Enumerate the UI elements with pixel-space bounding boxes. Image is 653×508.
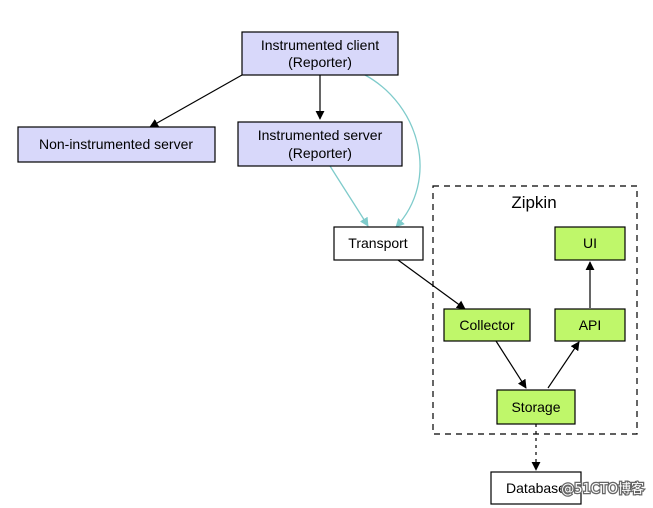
transport-label: Transport bbox=[348, 235, 408, 251]
ui-label: UI bbox=[583, 235, 597, 251]
watermark: @51CTO博客 bbox=[560, 480, 645, 499]
storage-label: Storage bbox=[511, 399, 560, 415]
zipkin-cluster-label: Zipkin bbox=[511, 193, 556, 212]
edge-client-to-transport-async bbox=[364, 74, 421, 228]
edge-collector-to-storage bbox=[495, 340, 527, 389]
edge-client-to-non-instrumented bbox=[149, 74, 243, 128]
non-instrumented-server-label: Non-instrumented server bbox=[39, 136, 193, 152]
node-instrumented-server: Instrumented server (Reporter) bbox=[237, 121, 403, 167]
zipkin-cluster bbox=[432, 185, 638, 435]
edge-transport-to-collector bbox=[397, 259, 466, 310]
node-ui: UI bbox=[554, 226, 626, 261]
node-collector: Collector bbox=[443, 308, 531, 342]
collector-label: Collector bbox=[459, 317, 515, 333]
node-storage: Storage bbox=[496, 389, 576, 425]
instrumented-server-line1: Instrumented server bbox=[258, 127, 383, 143]
watermark-text: @51CTO博客 bbox=[561, 481, 644, 497]
edge-storage-to-api bbox=[547, 341, 580, 389]
instrumented-client-line2: (Reporter) bbox=[288, 54, 352, 70]
node-transport: Transport bbox=[333, 226, 424, 261]
instrumented-server-line2: (Reporter) bbox=[288, 145, 352, 161]
instrumented-client-line1: Instrumented client bbox=[261, 37, 379, 53]
api-label: API bbox=[579, 317, 602, 333]
node-api: API bbox=[554, 308, 626, 342]
node-database: Database bbox=[490, 471, 582, 505]
database-label: Database bbox=[506, 480, 566, 496]
edge-server-to-transport-async bbox=[329, 165, 369, 227]
node-instrumented-client: Instrumented client (Reporter) bbox=[241, 31, 399, 76]
node-non-instrumented-server: Non-instrumented server bbox=[17, 126, 216, 163]
